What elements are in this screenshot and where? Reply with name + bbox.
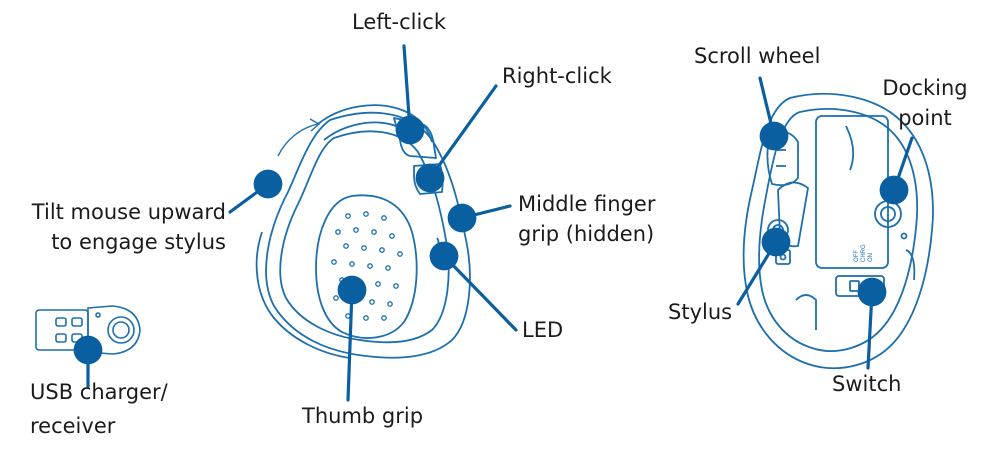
switch-legend: OFF CHRG ON: [854, 244, 874, 262]
leader-docking-point: [879, 136, 914, 205]
leader-thumb-grip: [337, 275, 367, 402]
tilt-arrowhead-icon: [309, 118, 321, 132]
switch-chrg-text: CHRG: [861, 244, 867, 262]
leader-scroll-wheel: [758, 76, 789, 151]
thumb-grip-dots: [331, 211, 403, 321]
label-tilt-line1: Tilt mouse upward: [31, 200, 226, 224]
leader-switch: [857, 277, 887, 370]
leader-left-click: [395, 44, 425, 145]
mouse-bottom-view: [742, 93, 934, 370]
label-usb-line2: receiver: [30, 414, 116, 438]
leader-led: [429, 241, 518, 332]
leader-stylus: [736, 227, 791, 306]
switch-on-text: ON: [868, 253, 874, 262]
label-led: LED: [522, 318, 564, 342]
usb-receiver-icon: [35, 305, 141, 355]
switch-off-text: OFF: [854, 250, 860, 262]
leader-middle-finger: [447, 203, 512, 233]
leader-tilt: [228, 169, 283, 214]
label-stylus: Stylus: [668, 300, 733, 324]
label-thumb-grip: Thumb grip: [302, 404, 424, 428]
label-right-click: Right-click: [502, 64, 612, 88]
leader-right-click: [415, 84, 498, 193]
tilt-arrow-icon: [277, 123, 319, 157]
label-usb-line1: USB charger/: [30, 380, 168, 404]
mouse-side-view: [255, 104, 471, 359]
label-docking-line1: Docking: [882, 76, 968, 100]
label-tilt-line2: to engage stylus: [51, 230, 226, 254]
label-left-click: Left-click: [352, 10, 447, 34]
label-docking-line2: point: [898, 106, 952, 130]
label-middle-finger-line2: grip (hidden): [518, 222, 655, 246]
label-switch: Switch: [832, 372, 902, 396]
label-scroll-wheel: Scroll wheel: [694, 44, 821, 68]
label-middle-finger-line1: Middle finger: [518, 192, 656, 216]
